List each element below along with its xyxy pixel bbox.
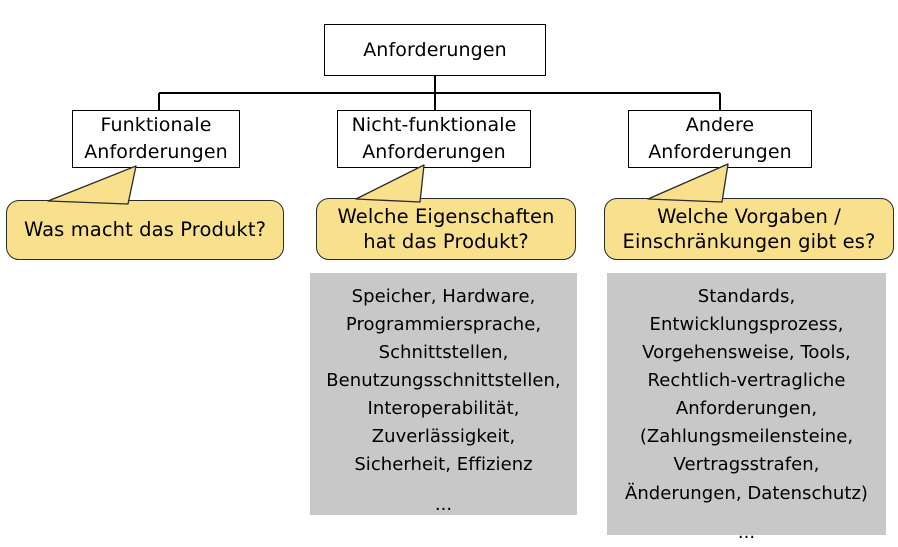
callout-nicht-funktionale-frage: Welche Eigenschaften hat das Produkt? (316, 198, 576, 260)
panel-line: Speicher, Hardware, (351, 286, 536, 307)
panel-line: Anforderungen, (675, 398, 818, 420)
panel-spacer (310, 480, 577, 491)
panel-line: Zuverlässigkeit, (371, 426, 516, 448)
panel-line: Sicherheit, Effizienz (354, 454, 533, 476)
panel-line: Standards, (697, 286, 796, 307)
panel-line: Vorgehensweise, Tools, (642, 342, 851, 364)
node-andere-anforderungen: Andere Anforderungen (628, 110, 812, 168)
callout-line: Welche Eigenschaften (337, 204, 555, 228)
callout-line: hat das Produkt? (363, 230, 529, 253)
callout-line: Welche Vorgaben / (657, 204, 841, 228)
node-anforderungen-line-1: Anforderungen (363, 38, 507, 61)
node-andere-anforderungen-line-2: Anforderungen (648, 141, 792, 163)
node-nicht-funktionale-anforderungen-line-2: Anforderungen (362, 141, 506, 163)
node-funktionale-anforderungen-line-2: Anforderungen (84, 141, 228, 163)
callout-andere-frage: Welche Vorgaben / Einschränkungen gibt e… (604, 198, 894, 260)
node-nicht-funktionale-anforderungen-line-1: Nicht-funktionale (351, 114, 517, 137)
node-funktionale-anforderungen: Funktionale Anforderungen (72, 110, 240, 168)
panel-line: Rechtlich-vertragliche (647, 370, 846, 392)
callout-line: Einschränkungen gibt es? (622, 230, 876, 253)
node-andere-anforderungen-line-1: Andere (685, 114, 755, 137)
panel-line: (Zahlungsmeilensteine, (639, 426, 854, 448)
callout-line: Was macht das Produkt? (23, 218, 267, 242)
panel-line: Vertragsstrafen, (673, 454, 820, 476)
node-nicht-funktionale-anforderungen: Nicht-funktionale Anforderungen (337, 110, 531, 168)
panel-line: Änderungen, Datenschutz) (624, 482, 869, 504)
panel-line: Entwicklungsprozess, (649, 314, 844, 336)
node-anforderungen: Anforderungen (324, 24, 546, 76)
callout-funktionale-frage: Was macht das Produkt? (6, 200, 284, 260)
panel-ellipsis: ... (434, 493, 453, 515)
panel-line: Schnittstellen, (378, 342, 509, 364)
panel-nicht-funktionale-details: Speicher, Hardware, Programmiersprache, … (310, 273, 577, 515)
panel-line: Interoperabilität, (367, 398, 520, 420)
panel-line: Benutzungsschnittstellen, (326, 370, 561, 392)
panel-andere-details: Standards, Entwicklungsprozess, Vorgehen… (607, 273, 886, 543)
panel-spacer (607, 508, 886, 519)
panel-line: Programmiersprache, (345, 314, 542, 336)
node-funktionale-anforderungen-line-1: Funktionale (100, 114, 212, 137)
panel-ellipsis: ... (737, 521, 756, 543)
